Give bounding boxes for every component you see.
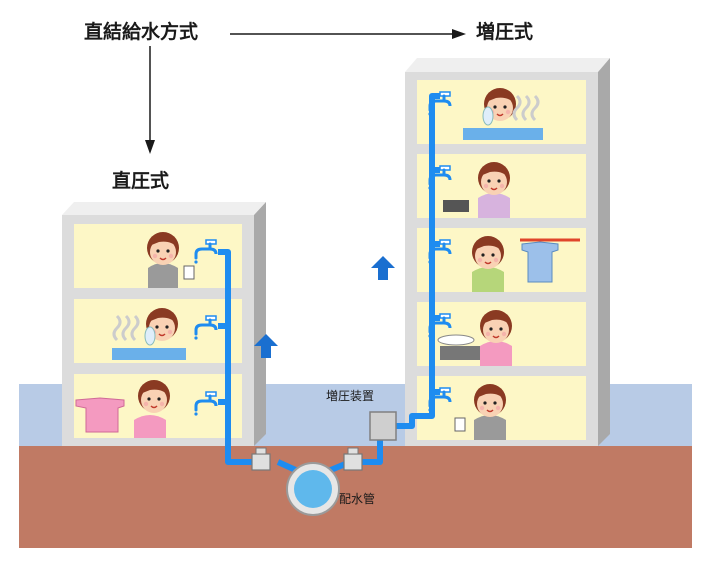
person-icon	[454, 383, 507, 440]
valve-icon	[251, 447, 271, 471]
person-icon	[471, 235, 580, 292]
booster-pump-label: 増圧装置	[326, 389, 375, 403]
valve-icon	[343, 447, 363, 471]
person-icon	[75, 379, 171, 438]
direct-pressure-type-label: 直圧式	[112, 170, 170, 192]
person-icon	[112, 307, 186, 360]
shirt-icon	[75, 397, 125, 433]
booster-type-label: 増圧式	[476, 21, 534, 43]
water-main-label: 配水管	[339, 492, 376, 506]
water-main-pipe-icon	[286, 462, 340, 516]
person-icon	[146, 231, 195, 288]
water-supply-method-label: 直結給水方式	[84, 21, 199, 43]
up-arrow-icon	[371, 256, 395, 280]
pot-icon	[443, 200, 469, 212]
person-icon	[437, 309, 513, 366]
shirt-icon	[521, 241, 559, 283]
booster-pump-icon	[369, 411, 397, 441]
person-icon	[443, 161, 511, 218]
person-icon	[463, 87, 543, 140]
classification-arrows	[145, 29, 466, 154]
sink-icon	[437, 334, 475, 346]
